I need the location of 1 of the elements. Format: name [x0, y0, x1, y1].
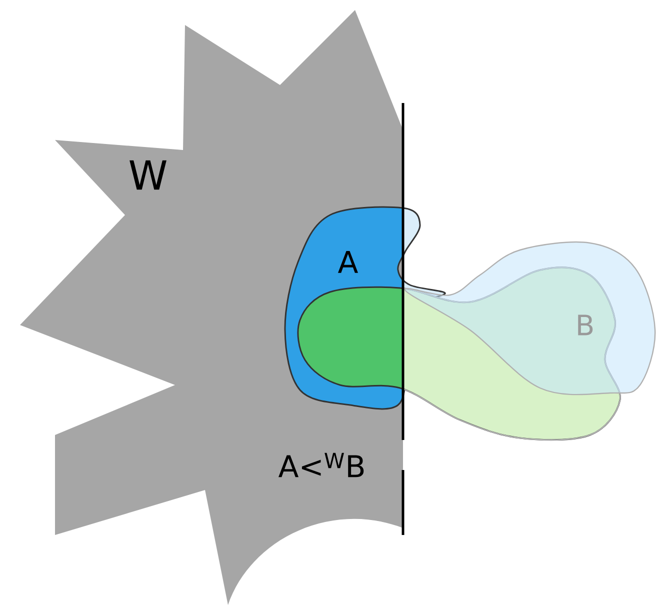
relation-label: A<$^{W}$B — [278, 452, 364, 478]
